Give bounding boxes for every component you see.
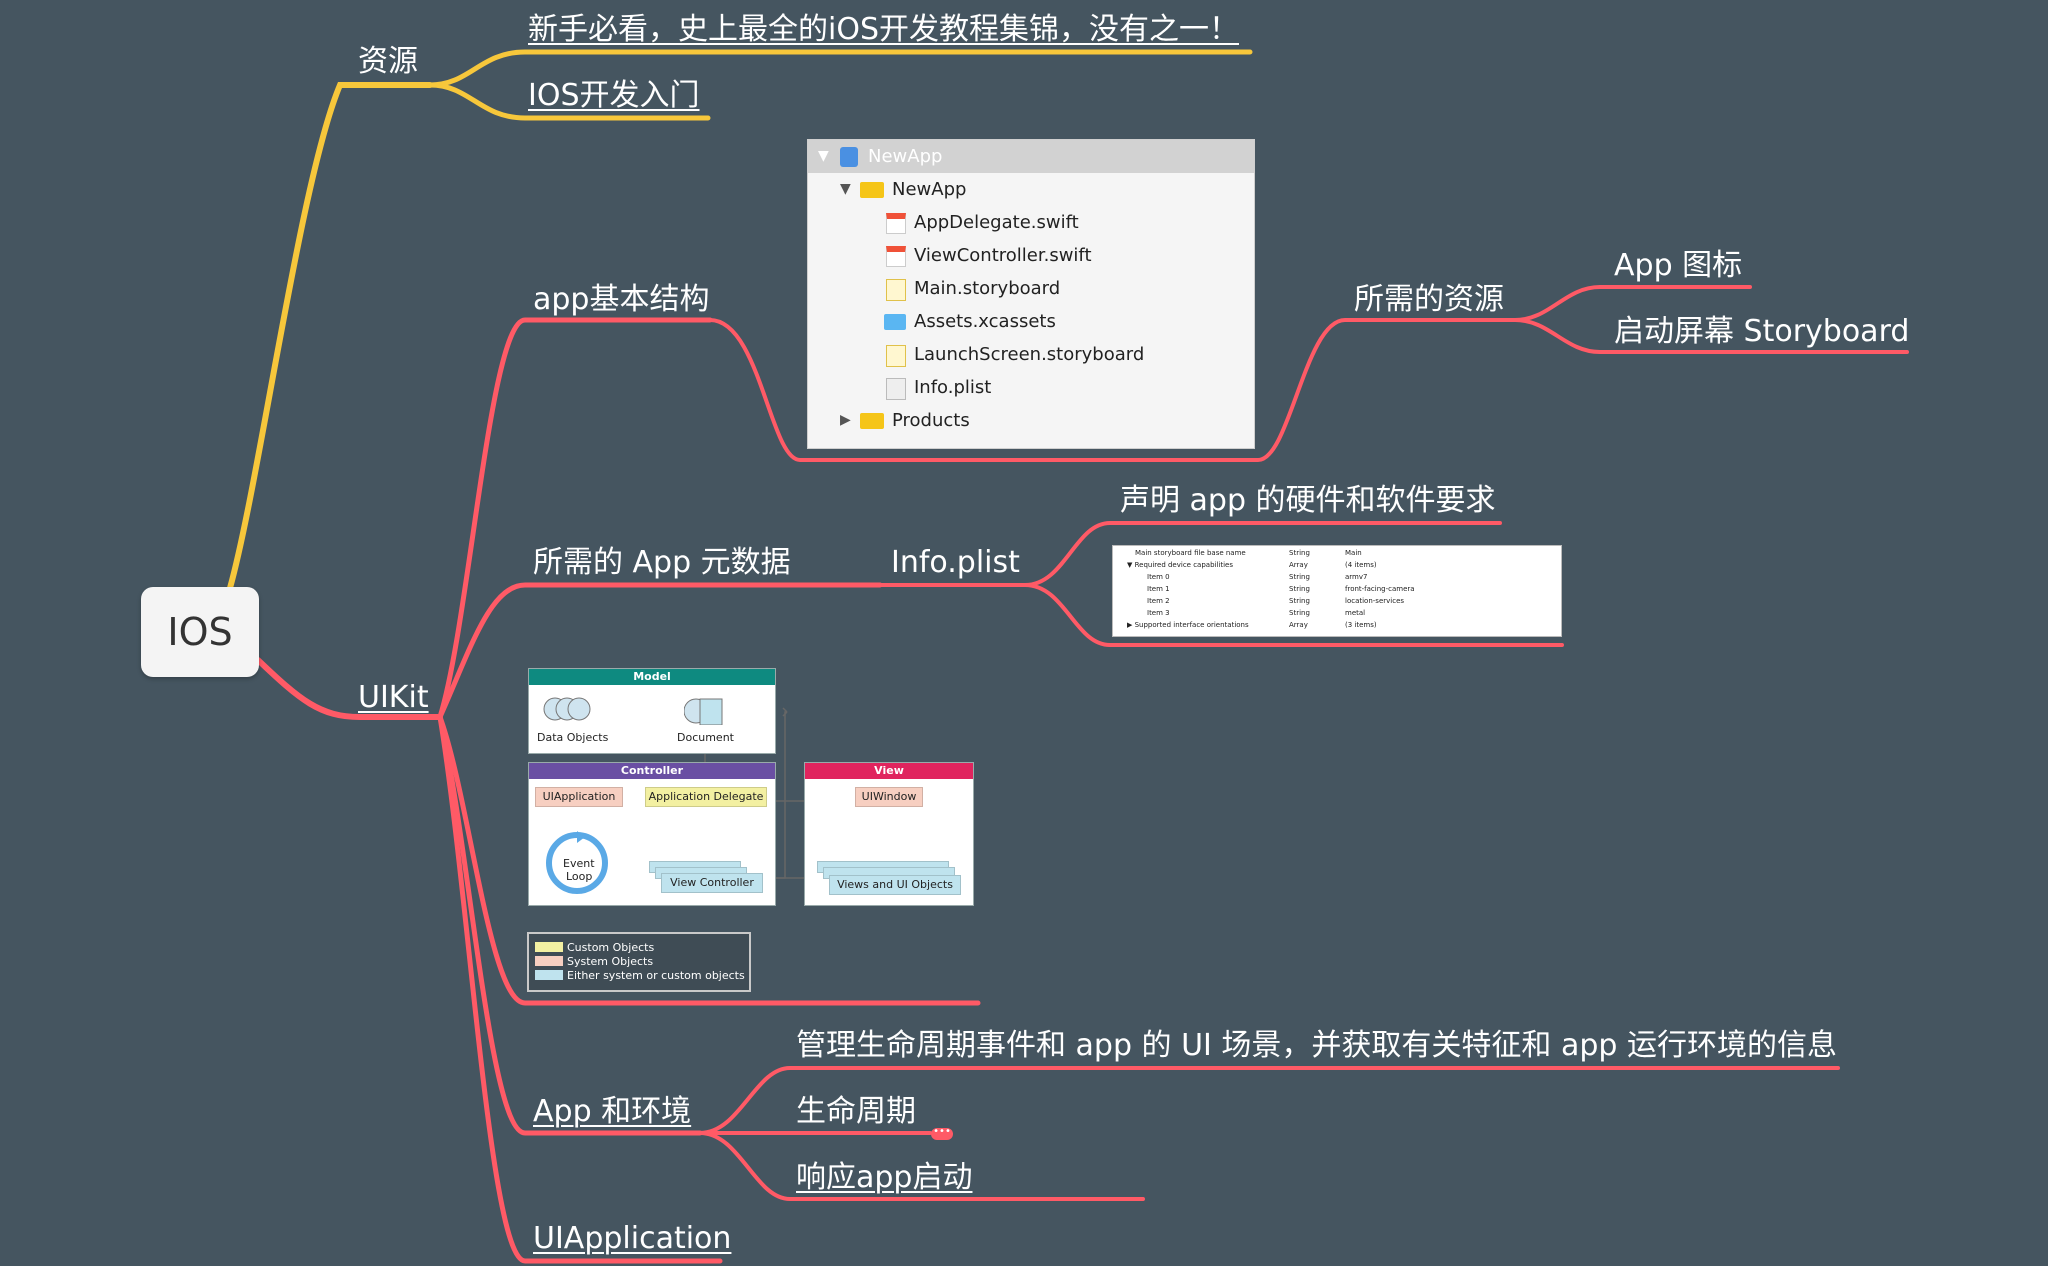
- folder-icon: [860, 182, 884, 198]
- node-lifecycle[interactable]: 生命周期: [796, 1094, 916, 1129]
- edge-resources-launch: [1513, 318, 1909, 354]
- node-respond-launch[interactable]: 响应app启动: [796, 1160, 973, 1195]
- model-box: Model Data Objects Document: [528, 668, 776, 754]
- assets-folder-icon: [884, 314, 906, 330]
- swift-file-icon: [886, 246, 906, 267]
- node-info-plist[interactable]: Info.plist: [891, 545, 1020, 580]
- edge-plist-requirements: [1023, 521, 1502, 587]
- uiwindow-tag: UIWindow: [855, 787, 923, 807]
- legend-either: Either system or custom objects: [535, 970, 745, 982]
- edge-structure-resources: [708, 318, 1517, 462]
- legend-swatch: [535, 942, 563, 952]
- loop-label: Loop: [566, 870, 593, 883]
- node-required-resources[interactable]: 所需的资源: [1354, 282, 1504, 317]
- disclosure-open-icon: ▼: [840, 181, 851, 197]
- root-node[interactable]: IOS: [141, 587, 259, 677]
- tree-row-file: ViewController.swift: [808, 239, 1254, 272]
- node-hw-sw-requirements[interactable]: 声明 app 的硬件和软件要求: [1120, 483, 1496, 518]
- storyboard-file-icon: [886, 345, 906, 367]
- node-uikit[interactable]: UIKit: [358, 680, 429, 715]
- node-manage-lifecycle[interactable]: 管理生命周期事件和 app 的 UI 场景，并获取有关特征和 app 运行环境的…: [796, 1028, 1837, 1063]
- node-launch-storyboard[interactable]: 启动屏幕 Storyboard: [1614, 314, 1910, 349]
- node-resources[interactable]: 资源: [358, 44, 418, 79]
- controller-header: Controller: [529, 763, 775, 779]
- edge-uikit-uiapplication: [437, 714, 723, 1264]
- app-delegate-tag: Application Delegate: [645, 787, 767, 807]
- edge-root-resources: [227, 82, 433, 591]
- folder-icon: [860, 413, 884, 429]
- disclosure-closed-icon: ▶: [840, 412, 851, 428]
- tree-row-project: ▼ NewApp: [808, 140, 1254, 173]
- mvc-legend: Custom Objects System Objects Either sys…: [527, 932, 751, 992]
- edge-uikit-metadata: [437, 582, 883, 720]
- controller-box: Controller UIApplication Application Del…: [528, 762, 776, 906]
- xcode-project-icon: [840, 147, 858, 167]
- tree-row-file: Info.plist: [808, 371, 1254, 404]
- link-ios-intro[interactable]: IOS开发入门: [528, 78, 700, 113]
- document-label: Document: [677, 731, 734, 744]
- document-icon: [683, 697, 724, 726]
- event-loop-icon: [543, 829, 611, 897]
- views-ui-objects-tag: Views and UI Objects: [829, 875, 961, 895]
- tree-row-file: AppDelegate.swift: [808, 206, 1254, 239]
- node-app-environment[interactable]: App 和环境: [533, 1094, 692, 1129]
- tree-row-file: Assets.xcassets: [808, 305, 1254, 338]
- node-app-structure[interactable]: app基本结构: [533, 282, 710, 317]
- collapsed-children-badge[interactable]: •••: [931, 1127, 953, 1140]
- tree-row-file: Main.storyboard: [808, 272, 1254, 305]
- edge-root-uikit: [255, 657, 443, 720]
- view-box: View UIWindow Views and UI Objects: [804, 762, 974, 906]
- tree-row-group: ▶ Products: [808, 404, 1254, 437]
- edge-resources-intro: [427, 82, 711, 121]
- xcode-file-tree-image: ▼ NewApp ▼ NewApp AppDelegate.swift View…: [807, 139, 1255, 449]
- edge-uikit-structure: [437, 317, 713, 720]
- model-header: Model: [529, 669, 775, 685]
- arrow-document-viewcontroller: [767, 711, 787, 879]
- root-label: IOS: [167, 610, 233, 654]
- node-app-metadata[interactable]: 所需的 App 元数据: [533, 545, 791, 580]
- data-objects-icon: [541, 697, 597, 721]
- node-app-icon[interactable]: App 图标: [1614, 248, 1743, 283]
- storyboard-file-icon: [886, 279, 906, 301]
- event-label: Event: [563, 857, 595, 870]
- data-objects-label: Data Objects: [537, 731, 609, 744]
- edge-env-manage: [698, 1066, 1840, 1135]
- disclosure-open-icon: ▼: [818, 148, 829, 164]
- legend-swatch: [535, 956, 563, 966]
- edge-plist-image: [1023, 583, 1564, 647]
- edge-resources-icon: [1513, 285, 1752, 322]
- link-ios-tutorials[interactable]: 新手必看，史上最全的iOS开发教程集锦，没有之一！: [528, 12, 1239, 47]
- edge-uikit-diagram: [437, 714, 981, 1006]
- plist-file-icon: [886, 378, 906, 400]
- legend-system: System Objects: [535, 956, 653, 968]
- tree-row-group: ▼ NewApp: [808, 173, 1254, 206]
- edge-env-launch: [698, 1131, 1145, 1201]
- tree-row-file: LaunchScreen.storyboard: [808, 338, 1254, 371]
- view-header: View: [805, 763, 973, 779]
- legend-swatch: [535, 970, 563, 980]
- node-uiapplication[interactable]: UIApplication: [533, 1221, 732, 1256]
- legend-custom: Custom Objects: [535, 942, 654, 954]
- edge-uikit-env: [437, 714, 703, 1136]
- edge-resources-tutorials: [427, 49, 1253, 88]
- uiapplication-tag: UIApplication: [535, 787, 623, 807]
- view-controller-tag: View Controller: [661, 873, 763, 893]
- swift-file-icon: [886, 213, 906, 234]
